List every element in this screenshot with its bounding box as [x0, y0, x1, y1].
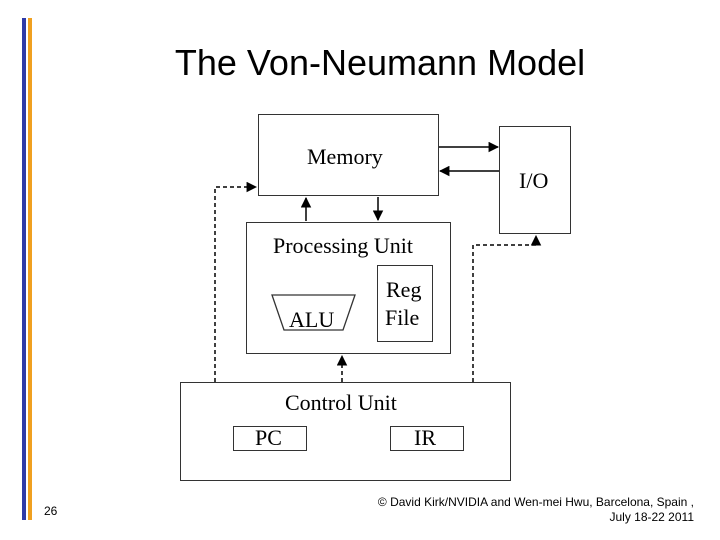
left-accent-bar-gold — [28, 18, 32, 520]
pc-label: PC — [255, 425, 282, 450]
alu-shape — [271, 294, 356, 331]
footer-line-1: © David Kirk/NVIDIA and Wen-mei Hwu, Bar… — [377, 495, 694, 509]
left-accent-bar-blue — [22, 18, 26, 520]
ir-label: IR — [414, 425, 436, 450]
reg-file-box — [377, 265, 433, 342]
processing-unit-box — [246, 222, 451, 354]
io-box — [499, 126, 571, 234]
footer-line-2: July 18-22 2011 — [609, 510, 694, 524]
footer-credit: © David Kirk/NVIDIA and Wen-mei Hwu, Bar… — [274, 495, 694, 525]
slide-number: 26 — [44, 504, 58, 518]
control-to-io-dashed-arrow — [472, 234, 542, 382]
io-label: I/O — [519, 168, 549, 193]
memory-box — [258, 114, 439, 196]
control-unit-label: Control Unit — [285, 390, 397, 415]
control-unit-box — [180, 382, 511, 481]
ir-box — [390, 426, 464, 451]
alu-label: ALU — [289, 307, 335, 332]
reg-file-line2: File — [385, 305, 420, 330]
processing-unit-label: Processing Unit — [273, 233, 413, 258]
reg-file-line1: Reg — [386, 277, 422, 302]
control-to-memory-dashed-arrow — [214, 181, 258, 382]
memory-label: Memory — [307, 144, 383, 169]
pc-box — [233, 426, 307, 451]
slide-title: The Von-Neumann Model — [174, 42, 586, 83]
